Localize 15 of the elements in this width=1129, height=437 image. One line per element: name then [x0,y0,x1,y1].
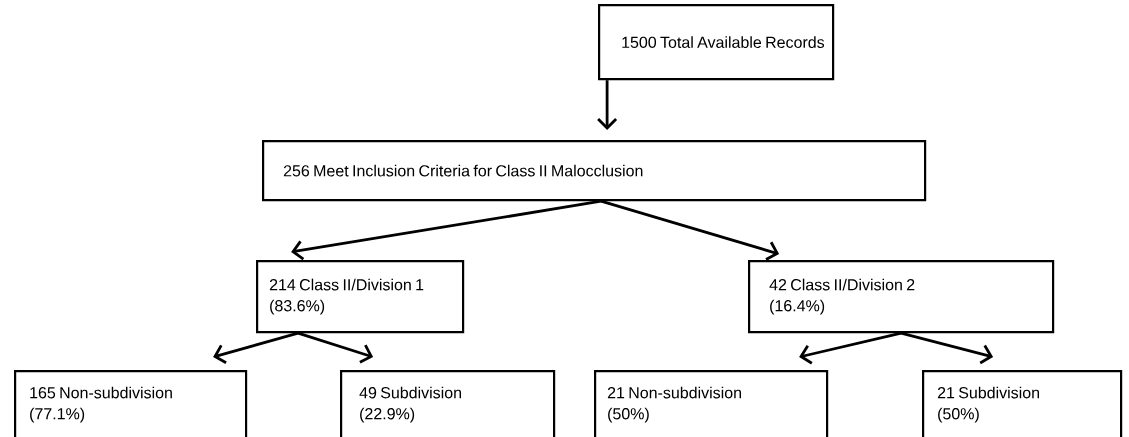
arrow [213,331,299,364]
arrow [291,199,602,261]
arrow [600,199,780,261]
process-box: 21 Non-subdivision (50%) [594,370,829,437]
process-box: 21 Subdivision (50%) [922,370,1123,437]
process-box: 214 Class II/Division 1 (83.6%) [256,260,465,334]
process-box: 49 Subdivision (22.9%) [340,370,556,437]
arrow [900,331,994,365]
arrow [597,80,618,130]
arrow [297,331,374,364]
arrow [799,331,902,365]
process-box: 42 Class II/Division 2 (16.4%) [748,260,1055,334]
process-box: 165 Non-subdivision (77.1%) [14,370,248,437]
process-box: 256 Meet Inclusion Criteria for Class II Malocclusion [262,140,927,202]
process-box: 1500 Total Available Records [598,4,835,81]
